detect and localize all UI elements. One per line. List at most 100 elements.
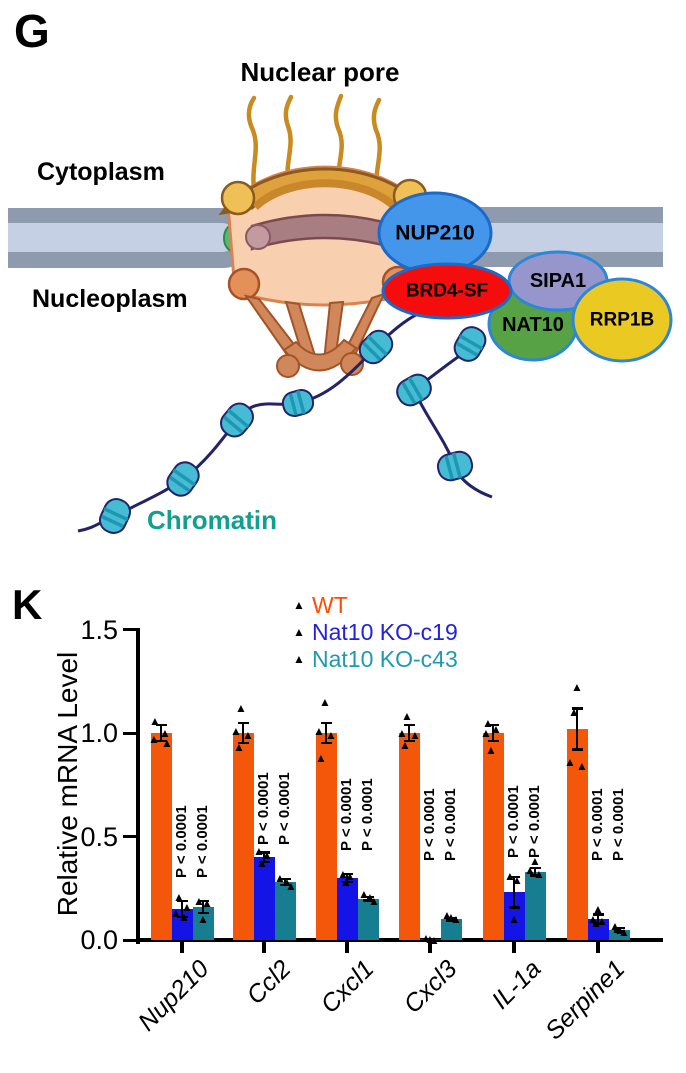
chromatin-label: Chromatin (147, 505, 277, 535)
legend-marker-WT: ▲ (293, 598, 305, 612)
protein-nat10-label: NAT10 (502, 314, 564, 336)
data-point-Nat10 KO-c43-Cxcl1-2: ▲ (368, 893, 380, 908)
errorbar-WT-Cxcl3 (407, 724, 411, 742)
p-value-label-Nup210-Nat10 KO-c43: P < 0.0001 (194, 805, 211, 878)
errorbar-Nat10 KO-c43-Cxcl3 (449, 917, 453, 921)
data-point-WT-Ccl2-0: ▲ (235, 701, 247, 716)
bar-WT-Cxcl1 (315, 733, 337, 940)
nuclear-pore-label: Nuclear pore (240, 57, 400, 87)
errorbar-cap-top-WT-Ccl2 (237, 721, 249, 725)
data-point-WT-IL-1a-1: ▲ (490, 721, 502, 736)
data-point-Nat10 KO-c43-Serpine1-1: ▲ (614, 922, 626, 937)
data-point-Nat10 KO-c43-Nup210-1: ▲ (201, 895, 213, 910)
nucleosomes-icon (98, 326, 487, 534)
errorbar-cap-top-Nat10 KO-c43-Serpine1 (613, 926, 625, 930)
errorbar-cap-top-WT-Serpine1 (571, 707, 583, 710)
y-tick-label-0.0: 0.0 (80, 925, 118, 955)
data-point-Nat10 KO-c43-Serpine1-2: ▲ (618, 924, 630, 939)
errorbar-cap-top-WT-IL-1a (487, 723, 499, 727)
bar-WT-Serpine1 (566, 728, 588, 940)
data-point-Nat10 KO-c19-Nup210-0: ▲ (173, 889, 185, 904)
data-point-WT-Cxcl1-2: ▲ (325, 728, 337, 743)
data-point-WT-Nup210-1: ▲ (159, 726, 171, 740)
errorbar-cap-top-Nat10 KO-c43-Nup210 (197, 899, 209, 903)
errorbar-cap-bottom-Nat10 KO-c43-Serpine1 (613, 930, 625, 933)
data-point-WT-IL-1a-0: ▲ (482, 715, 494, 730)
p-value-label-Ccl2-Nat10 KO-c43: P < 0.0001 (276, 772, 293, 845)
y-tick-1.0 (123, 731, 136, 735)
cytoplasm-label: Cytoplasm (37, 158, 165, 186)
panel-g-label: G (14, 5, 50, 57)
data-point-Nat10 KO-c43-Cxcl1-0: ▲ (358, 887, 370, 902)
data-point-WT-Cxcl3-0: ▲ (401, 709, 413, 724)
protein-rrp1b-label: RRP1B (589, 309, 655, 331)
data-point-Nat10 KO-c43-IL-1a-2: ▲ (533, 866, 545, 881)
data-point-WT-Ccl2-2: ▲ (242, 728, 254, 743)
data-point-WT-Ccl2-3: ▲ (233, 740, 245, 755)
data-point-Nat10 KO-c19-Cxcl1-1: ▲ (344, 868, 356, 883)
y-tick-1.5 (123, 628, 136, 631)
errorbar-cap-bottom-Nat10 KO-c19-IL-1a (508, 906, 520, 909)
data-point-WT-Cxcl3-1: ▲ (396, 726, 408, 740)
errorbar-cap-top-Nat10 KO-c43-Cxcl3 (445, 916, 457, 920)
errorbar-cap-bottom-Nat10 KO-c43-IL-1a (529, 874, 541, 877)
errorbar-cap-bottom-WT-Cxcl3 (403, 739, 415, 743)
data-point-WT-Serpine1-3: ▲ (576, 759, 588, 774)
p-value-label-Serpine1-Nat10 KO-c43: P < 0.0001 (610, 788, 627, 861)
errorbar-Nat10 KO-c43-Serpine1 (617, 927, 621, 932)
data-point-Nat10 KO-c19-Nup210-2: ▲ (170, 906, 182, 921)
errorbar-Nat10 KO-c43-IL-1a (533, 867, 537, 876)
errorbar-cap-top-Nat10 KO-c19-IL-1a (508, 875, 520, 879)
bar-WT-Cxcl3 (398, 733, 420, 940)
data-point-Nat10 KO-c43-Ccl2-2: ▲ (285, 879, 297, 894)
errorbar-Nat10 KO-c19-Ccl2 (262, 852, 266, 863)
protein-sipa1-label: SIPA1 (529, 270, 587, 292)
data-point-WT-Nup210-2: ▲ (148, 732, 160, 747)
errorbar-Nat10 KO-c19-Nup210 (180, 900, 184, 918)
legend-label-Nat10 KO-c43: Nat10 KO-c43 (312, 646, 458, 672)
errorbar-cap-top-Nat10 KO-c43-Ccl2 (279, 877, 291, 881)
errorbar-WT-Cxcl1 (324, 722, 328, 744)
legend-marker-Nat10 KO-c19: ▲ (293, 625, 305, 639)
data-point-Nat10 KO-c43-Cxcl1-1: ▲ (364, 889, 376, 904)
bar-Nat10 KO-c43-Ccl2 (274, 882, 296, 940)
data-point-WT-Nup210-3: ▲ (161, 736, 173, 751)
legend-marker-Nat10 KO-c43: ▲ (293, 652, 305, 666)
errorbar-cap-bottom-WT-Ccl2 (237, 741, 249, 745)
nuclear-membrane-left (8, 208, 253, 268)
nucleoplasm-label: Nucleoplasm (32, 285, 188, 313)
data-point-Nat10 KO-c43-Serpine1-0: ▲ (609, 918, 621, 933)
errorbar-cap-top-Nat10 KO-c43-IL-1a (529, 866, 541, 870)
errorbar-cap-bottom-Nat10 KO-c19-Ccl2 (258, 860, 270, 864)
errorbar-cap-bottom-Nat10 KO-c43-Ccl2 (279, 883, 291, 887)
p-value-label-IL-1a-Nat10 KO-c43: P < 0.0001 (526, 785, 543, 858)
x-tick-Cxcl1 (345, 942, 349, 953)
errorbar-cap-top-WT-Nup210 (155, 723, 167, 727)
errorbar-cap-top-WT-Cxcl1 (320, 721, 332, 725)
data-point-Nat10 KO-c43-Ccl2-1: ▲ (281, 875, 293, 890)
errorbar-Nat10 KO-c43-Nup210 (201, 900, 205, 914)
data-point-Nat10 KO-c43-Cxcl3-0: ▲ (441, 908, 453, 923)
errorbar-cap-bottom-WT-Nup210 (155, 739, 167, 743)
data-point-Nat10 KO-c19-Serpine1-2: ▲ (596, 914, 608, 929)
p-value-label-Serpine1-Nat10 KO-c19: P < 0.0001 (589, 788, 606, 861)
x-tick-Cxcl3 (428, 942, 432, 953)
errorbar-WT-Nup210 (159, 724, 163, 742)
data-point-Nat10 KO-c43-IL-1a-1: ▲ (524, 862, 536, 877)
x-axis-line (136, 938, 663, 942)
panel-k-label: K (12, 581, 43, 628)
errorbar-cap-bottom-Nat10 KO-c19-Cxcl1 (341, 880, 353, 884)
y-tick-0.5 (123, 835, 136, 838)
data-point-Nat10 KO-c43-Cxcl3-2: ▲ (450, 912, 462, 927)
bar-WT-Ccl2 (232, 733, 254, 940)
bar-Nat10 KO-c19-Ccl2 (253, 857, 275, 940)
errorbar-WT-Ccl2 (241, 722, 245, 744)
data-point-Nat10 KO-c19-Cxcl3-0: ▲ (420, 930, 432, 945)
data-point-Nat10 KO-c43-Ccl2-0: ▲ (274, 870, 286, 885)
data-point-Nat10 KO-c19-Cxcl3-2: ▲ (428, 933, 440, 947)
data-point-Nat10 KO-c19-IL-1a-2: ▲ (508, 912, 520, 927)
data-point-Nat10 KO-c19-Serpine1-0: ▲ (592, 901, 604, 916)
bar-Nat10 KO-c43-Nup210 (192, 906, 214, 940)
data-point-Nat10 KO-c19-IL-1a-1: ▲ (511, 872, 523, 887)
